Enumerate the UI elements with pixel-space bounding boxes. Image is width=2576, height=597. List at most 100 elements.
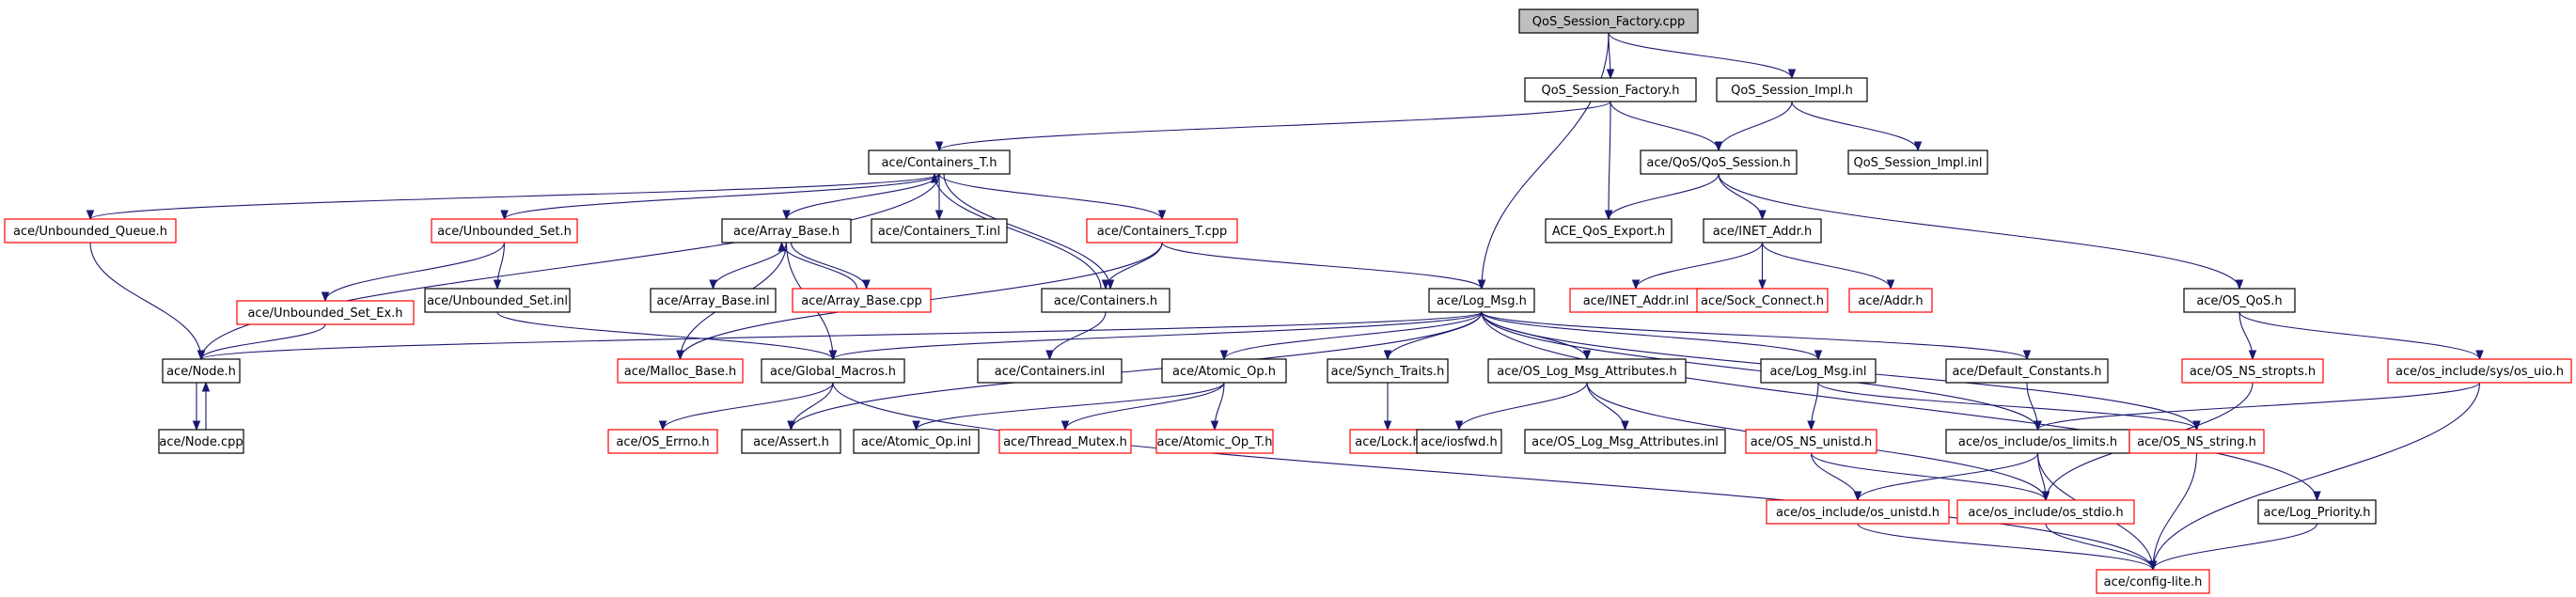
- node-ace-default-constants-h[interactable]: ace/Default_Constants.h: [1945, 358, 2109, 384]
- edge-line: [1481, 32, 1610, 290]
- node-ace-node-cpp[interactable]: ace/Node.cpp: [158, 429, 244, 454]
- node-ace-atomic-op-t-h: ace/Atomic_Op_T.h: [1155, 429, 1274, 454]
- edge-arrowhead: [1621, 420, 1629, 432]
- node-box: [871, 218, 1008, 244]
- node-ace-qos-qos-session-h[interactable]: ace/QoS/QoS_Session.h: [1640, 149, 1798, 175]
- node-ace-node-h[interactable]: ace/Node.h: [162, 358, 241, 384]
- dependency-edge: [1791, 101, 1923, 152]
- edge-line: [1481, 311, 2039, 431]
- node-label: ace/Assert.h: [753, 435, 829, 449]
- edge-line: [200, 311, 1483, 360]
- node-box: [162, 358, 241, 384]
- edge-line: [1608, 173, 1720, 220]
- node-label: ace/OS_NS_unistd.h: [1751, 435, 1873, 449]
- node-box: [650, 288, 777, 313]
- node-ace-log-msg-inl[interactable]: ace/Log_Msg.inl: [1760, 358, 1877, 384]
- node-ace-os-log-msg-attributes-inl[interactable]: ace/OS_Log_Msg_Attributes.inl: [1524, 429, 1726, 454]
- node-ace-os-qos-h[interactable]: ace/OS_QoS.h: [2183, 288, 2296, 313]
- node-box: [1524, 77, 1697, 102]
- node-ace-unbounded-set-inl[interactable]: ace/Unbounded_Set.inl: [424, 288, 571, 313]
- edge-line: [785, 173, 940, 220]
- edge-arrowhead: [201, 381, 211, 392]
- edge-arrowhead: [935, 141, 944, 152]
- node-label: ace/Log_Msg.inl: [1769, 365, 1866, 379]
- edge-arrowhead: [676, 350, 684, 361]
- node-ace-global-macros-h[interactable]: ace/Global_Macros.h: [761, 358, 905, 384]
- node-label: ace/Containers_T.inl: [878, 225, 1000, 239]
- dependency-edge: [1714, 101, 1793, 152]
- edge-arrowhead: [2235, 279, 2244, 291]
- edge-line: [938, 173, 1163, 220]
- dependency-edge: [709, 242, 788, 291]
- node-box: [1487, 358, 1687, 384]
- dependency-edge: [1810, 452, 1862, 502]
- edge-arrowhead: [1210, 420, 1219, 432]
- node-box: [1161, 358, 1287, 384]
- edge-arrowhead: [1383, 350, 1392, 361]
- node-ace-containers-inl[interactable]: ace/Containers.inl: [977, 358, 1123, 384]
- node-ace-containers-t-h[interactable]: ace/Containers_T.h: [868, 149, 1011, 175]
- dependency-edge: [192, 383, 201, 432]
- edge-line: [1223, 311, 1483, 360]
- node-qos-session-factory-h[interactable]: QoS_Session_Factory.h: [1524, 77, 1697, 102]
- node-ace-log-msg-h[interactable]: ace/Log_Msg.h: [1428, 288, 1535, 313]
- dependency-edge: [1383, 383, 1392, 432]
- node-label: ace/Containers_T.cpp: [1097, 225, 1227, 239]
- node-ace-assert-h[interactable]: ace/Assert.h: [741, 429, 841, 454]
- node-ace-lock-h: ace/Lock.h: [1349, 429, 1426, 454]
- node-ace-atomic-op-h[interactable]: ace/Atomic_Op.h: [1161, 358, 1287, 384]
- node-box: [1945, 429, 2130, 454]
- node-box: [431, 218, 578, 244]
- nodes-layer: QoS_Session_Factory.cppQoS_Session_Facto…: [4, 8, 2572, 594]
- edge-line: [200, 173, 940, 360]
- node-ace-array-base-h[interactable]: ace/Array_Base.h: [721, 218, 852, 244]
- edge-line: [1387, 311, 1483, 360]
- dependency-edge: [1718, 173, 2244, 291]
- edge-line: [1161, 242, 1483, 290]
- node-ace-thread-mutex-h: ace/Thread_Mutex.h: [998, 429, 1132, 454]
- node-ace-atomic-op-inl[interactable]: ace/Atomic_Op.inl: [853, 429, 980, 454]
- node-ace-os-log-msg-attributes-h[interactable]: ace/OS_Log_Msg_Attributes.h: [1487, 358, 1687, 384]
- edge-line: [832, 382, 2154, 571]
- edge-arrowhead: [1807, 420, 1815, 432]
- edge-line: [1761, 242, 1892, 290]
- edge-arrowhead: [196, 350, 206, 361]
- node-label: ace/iosfwd.h: [1421, 435, 1497, 449]
- node-ace-qos-export-h[interactable]: ACE_QoS_Export.h: [1545, 218, 1673, 244]
- node-label: ace/Array_Base.inl: [656, 294, 769, 308]
- edge-line: [832, 311, 1483, 360]
- node-qos-session-impl-inl[interactable]: QoS_Session_Impl.inl: [1847, 149, 1988, 175]
- edge-arrowhead: [1853, 491, 1862, 502]
- dependency-edge: [496, 311, 838, 361]
- dependency-edge: [1761, 242, 1895, 291]
- node-ace-array-base-inl[interactable]: ace/Array_Base.inl: [650, 288, 777, 313]
- edge-arrowhead: [500, 210, 509, 221]
- edge-arrowhead: [782, 210, 791, 221]
- node-ace-unbounded-set-h: ace/Unbounded_Set.h: [431, 218, 578, 244]
- node-ace-containers-t-inl[interactable]: ace/Containers_T.inl: [871, 218, 1008, 244]
- node-box: [853, 429, 980, 454]
- node-box: [721, 218, 852, 244]
- node-ace-log-priority-h[interactable]: ace/Log_Priority.h: [2257, 499, 2377, 525]
- node-box: [2387, 358, 2572, 384]
- node-label: ace/OS_Log_Msg_Attributes.h: [1497, 365, 1676, 379]
- node-label: ace/os_include/os_unistd.h: [1776, 506, 1940, 520]
- dependency-edge: [1857, 523, 2158, 572]
- edge-line: [780, 242, 858, 290]
- node-box: [2181, 358, 2324, 384]
- node-qos-session-impl-h[interactable]: QoS_Session_Impl.h: [1716, 77, 1868, 102]
- node-box: [1569, 288, 1703, 313]
- node-ace-inet-addr-h[interactable]: ace/INET_Addr.h: [1703, 218, 1822, 244]
- dependency-edge: [2034, 382, 2481, 432]
- node-label: ace/Array_Base.cpp: [801, 294, 921, 308]
- node-ace-addr-h: ace/Addr.h: [1848, 288, 1933, 313]
- node-ace-os-include-os-limits-h[interactable]: ace/os_include/os_limits.h: [1945, 429, 2130, 454]
- node-ace-synch-traits-h[interactable]: ace/Synch_Traits.h: [1327, 358, 1449, 384]
- node-qos-session-factory-cpp[interactable]: QoS_Session_Factory.cpp: [1518, 8, 1699, 34]
- node-label: ace/Lock.h: [1355, 435, 1421, 449]
- node-box: [792, 288, 932, 313]
- node-ace-iosfwd-h[interactable]: ace/iosfwd.h: [1416, 429, 1502, 454]
- node-label: ace/Unbounded_Set.h: [437, 225, 572, 239]
- node-ace-containers-h[interactable]: ace/Containers.h: [1041, 288, 1170, 313]
- dependency-edge: [2238, 311, 2484, 361]
